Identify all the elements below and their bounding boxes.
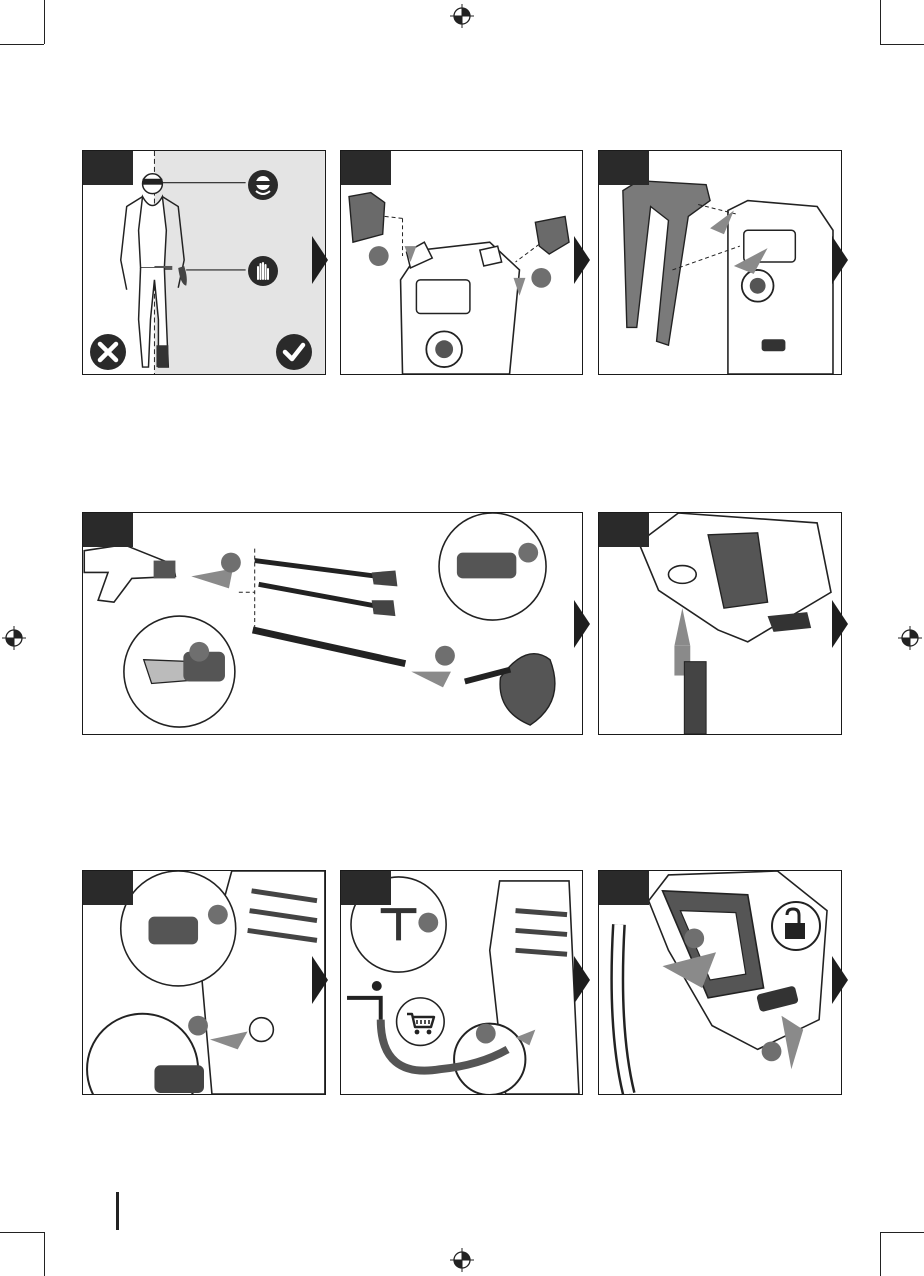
registration-mark-icon xyxy=(450,1248,474,1272)
next-step-arrow xyxy=(832,956,848,1004)
registration-mark-icon xyxy=(450,4,474,28)
next-step-arrow xyxy=(312,236,328,284)
panel-connect-water-supply xyxy=(340,870,583,1095)
gloves-icon xyxy=(247,255,279,287)
next-step-arrow xyxy=(574,956,590,1004)
correct-icon xyxy=(275,333,313,371)
crop-mark xyxy=(880,1232,881,1276)
panel-attach-nozzle-lances xyxy=(82,512,583,735)
panel-unlock-trigger xyxy=(598,870,842,1095)
face-shield-icon xyxy=(247,169,279,201)
step-tag xyxy=(599,151,649,185)
panel-insert-lance-into-gun xyxy=(598,512,842,735)
crop-mark xyxy=(880,1232,924,1233)
page-number-rule xyxy=(116,1192,119,1230)
next-step-arrow xyxy=(574,236,590,284)
step-tag xyxy=(341,871,391,905)
step-tag xyxy=(83,871,133,905)
unlocked-padlock-icon xyxy=(771,901,821,951)
registration-mark-icon xyxy=(2,626,26,650)
panel-protective-equipment xyxy=(82,150,326,375)
crop-mark xyxy=(0,1232,44,1233)
step-tag xyxy=(341,151,391,185)
next-step-arrow xyxy=(832,236,848,284)
crop-mark xyxy=(880,44,924,45)
step-tag xyxy=(83,513,133,547)
step-tag xyxy=(599,513,649,547)
panel-attach-side-brackets xyxy=(340,150,583,375)
registration-mark-icon xyxy=(898,626,922,650)
next-step-arrow xyxy=(312,956,328,1004)
crop-mark xyxy=(0,44,44,45)
wrong-icon xyxy=(89,333,127,371)
panel-attach-handle xyxy=(598,150,842,375)
panel-connect-hose-adapter xyxy=(82,870,326,1095)
next-step-arrow xyxy=(574,600,590,648)
crop-mark xyxy=(44,0,45,44)
shopping-cart-icon xyxy=(405,1011,437,1037)
crop-mark xyxy=(880,0,881,44)
step-tag xyxy=(83,151,133,185)
lances-illustration xyxy=(83,513,582,734)
crop-mark xyxy=(44,1232,45,1276)
next-step-arrow xyxy=(832,600,848,648)
step-tag xyxy=(599,871,649,905)
